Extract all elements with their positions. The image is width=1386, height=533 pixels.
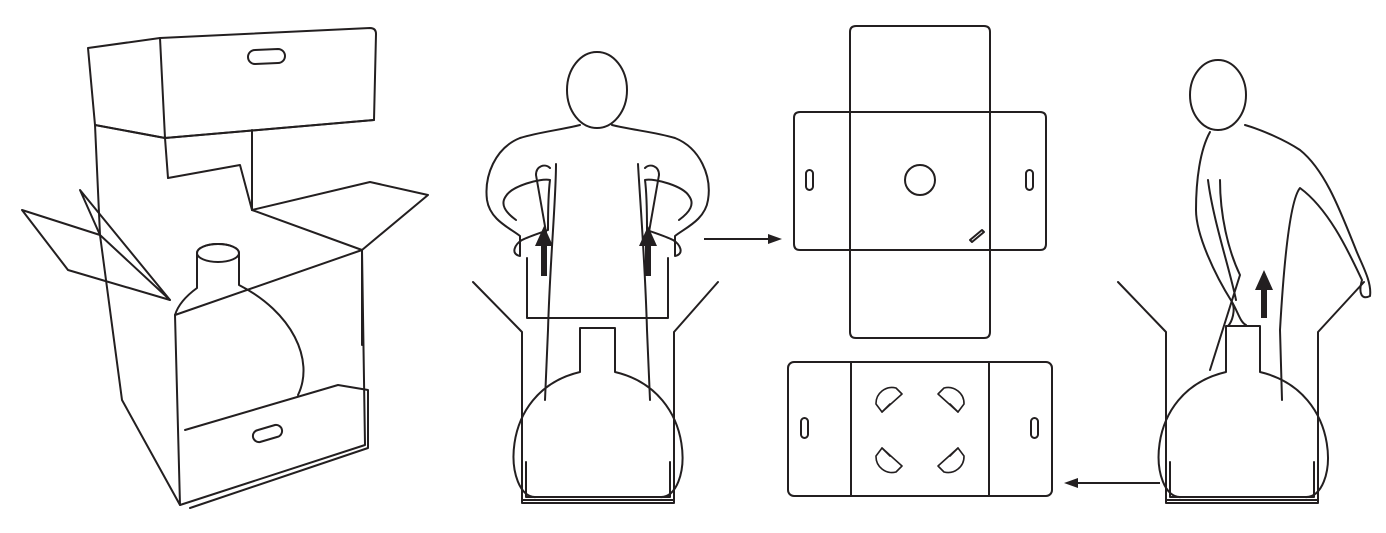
arrow-right-icon bbox=[704, 234, 782, 244]
person-arm-inner bbox=[535, 164, 660, 233]
person-body bbox=[485, 124, 710, 257]
arrow-up-icon bbox=[1255, 270, 1273, 318]
box-left-inner-flap bbox=[79, 189, 171, 301]
box-left-back-flap bbox=[87, 37, 166, 139]
step-flat-insert-top bbox=[793, 25, 1047, 339]
insert-left-handle bbox=[805, 169, 814, 191]
step-lift-insert bbox=[472, 51, 719, 504]
box-front-flap bbox=[184, 384, 369, 509]
person-head bbox=[566, 51, 628, 129]
box-inner-right-wall bbox=[251, 209, 363, 346]
insert-bottom-left-handle bbox=[800, 417, 809, 439]
box-front-left-face bbox=[99, 234, 181, 506]
insert-bottom-outline bbox=[787, 361, 1053, 497]
person-torso-sides bbox=[544, 163, 651, 401]
box-back-handle bbox=[247, 48, 286, 65]
box-front-handle bbox=[251, 423, 284, 444]
box-open-sides bbox=[1117, 281, 1365, 501]
box-front-face bbox=[174, 249, 366, 506]
box-left-open-flap bbox=[21, 209, 171, 301]
insert-center-hole bbox=[904, 164, 936, 196]
insert-cross-vertical bbox=[849, 25, 991, 339]
person-body bbox=[1195, 124, 1372, 401]
step-flat-insert-bottom bbox=[787, 361, 1053, 497]
vase bbox=[1157, 325, 1329, 499]
arrow-up-icon bbox=[535, 226, 553, 276]
box-open-sides bbox=[472, 281, 719, 501]
box-back-flap bbox=[159, 27, 377, 139]
insert-tab-top-left bbox=[875, 386, 903, 413]
vase-neck-rim bbox=[196, 243, 240, 263]
arrow-left-icon bbox=[1064, 478, 1160, 488]
person-head bbox=[1189, 59, 1247, 131]
vase bbox=[512, 327, 684, 499]
arrow-up-icon bbox=[639, 226, 657, 276]
vase bbox=[174, 243, 305, 396]
box-right-open-flap bbox=[251, 181, 429, 251]
box-inner-back-edge bbox=[167, 164, 253, 211]
box-top-rim bbox=[94, 119, 375, 139]
step-open-box bbox=[21, 27, 429, 509]
insert-tab-bottom-left bbox=[875, 447, 903, 474]
step-lift-vase bbox=[1117, 59, 1372, 504]
insert-tab-top-right bbox=[937, 386, 965, 413]
insert-bottom-right-handle bbox=[1030, 417, 1039, 439]
insert-cross-horizontal bbox=[793, 111, 1047, 251]
box-inner-back-wall bbox=[94, 124, 253, 236]
lifted-insert bbox=[526, 257, 669, 319]
insert-right-handle bbox=[1025, 169, 1034, 191]
insert-slot-mark bbox=[969, 229, 985, 243]
person-hand bbox=[1227, 301, 1235, 327]
insert-tab-bottom-right bbox=[937, 447, 965, 474]
